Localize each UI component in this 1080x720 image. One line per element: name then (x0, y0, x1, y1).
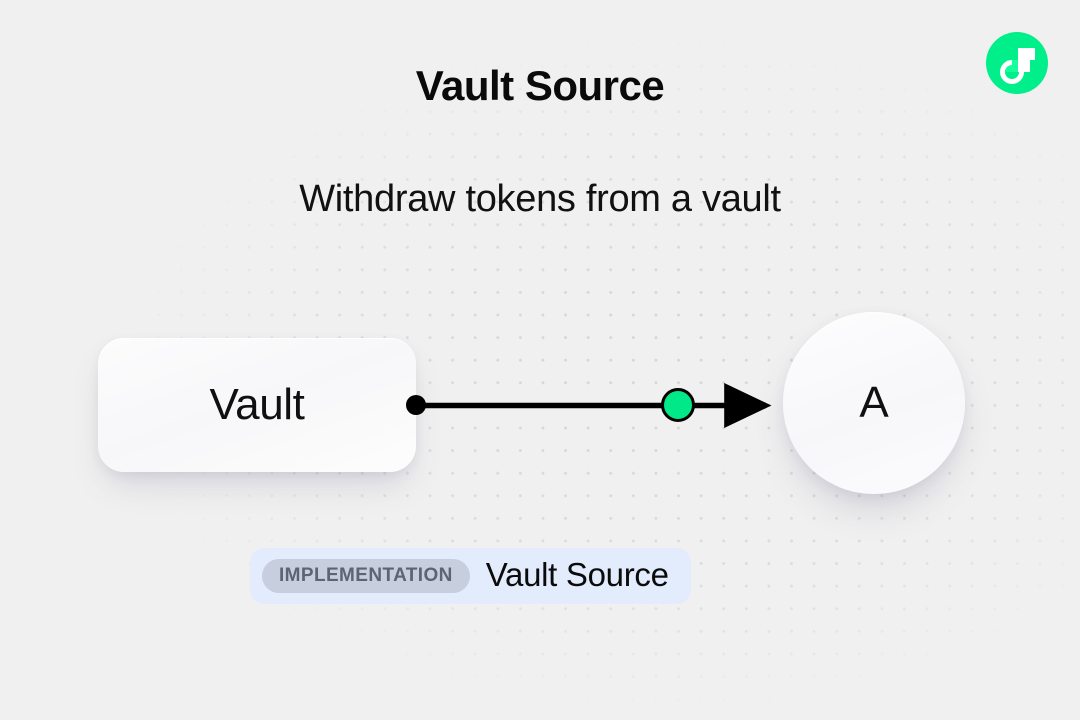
implementation-name: Vault Source (485, 556, 669, 593)
implementation-bar: IMPLEMENTATION Vault Source (250, 548, 691, 604)
edge-midpoint-handle[interactable] (661, 388, 695, 422)
node-vault[interactable]: Vault (98, 338, 416, 472)
flow-logo-icon (986, 32, 1048, 94)
edge-source-port[interactable] (406, 395, 426, 415)
node-a-label: A (859, 378, 889, 427)
implementation-badge: IMPLEMENTATION (262, 559, 470, 593)
page-title: Vault Source (415, 62, 665, 109)
node-a[interactable]: A (783, 312, 965, 494)
node-vault-label: Vault (209, 380, 305, 429)
page-subtitle: Withdraw tokens from a vault (299, 178, 781, 220)
